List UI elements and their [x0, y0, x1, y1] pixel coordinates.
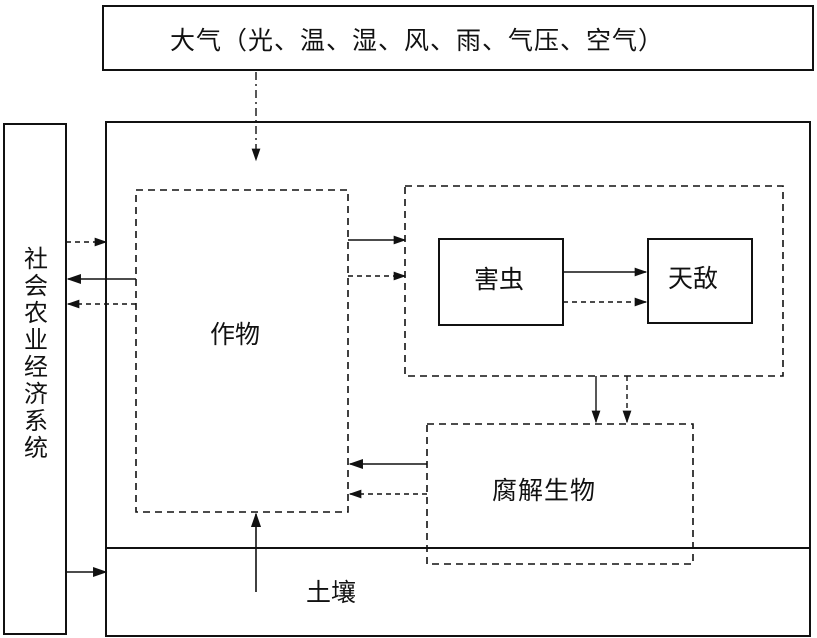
natural-enemy-label: 天敌	[668, 264, 719, 293]
socio-economic-label: 社会农业经济系统	[24, 245, 48, 462]
crop-label: 作物	[210, 320, 261, 349]
pest-box	[438, 238, 564, 326]
socio-economic-box	[3, 123, 67, 635]
crop-box	[135, 189, 349, 513]
decomposer-box	[426, 423, 694, 565]
decomposer-label: 腐解生物	[492, 476, 597, 505]
soil-label: 土壤	[306, 578, 357, 607]
ecosystem-box	[105, 121, 811, 637]
enemy-box	[647, 238, 753, 324]
atmosphere-label: 大气（光、温、湿、风、雨、气压、空气）	[170, 26, 665, 55]
atmosphere-box	[102, 5, 814, 71]
pest-enemy-container	[404, 185, 784, 377]
pest-label: 害虫	[474, 265, 525, 294]
